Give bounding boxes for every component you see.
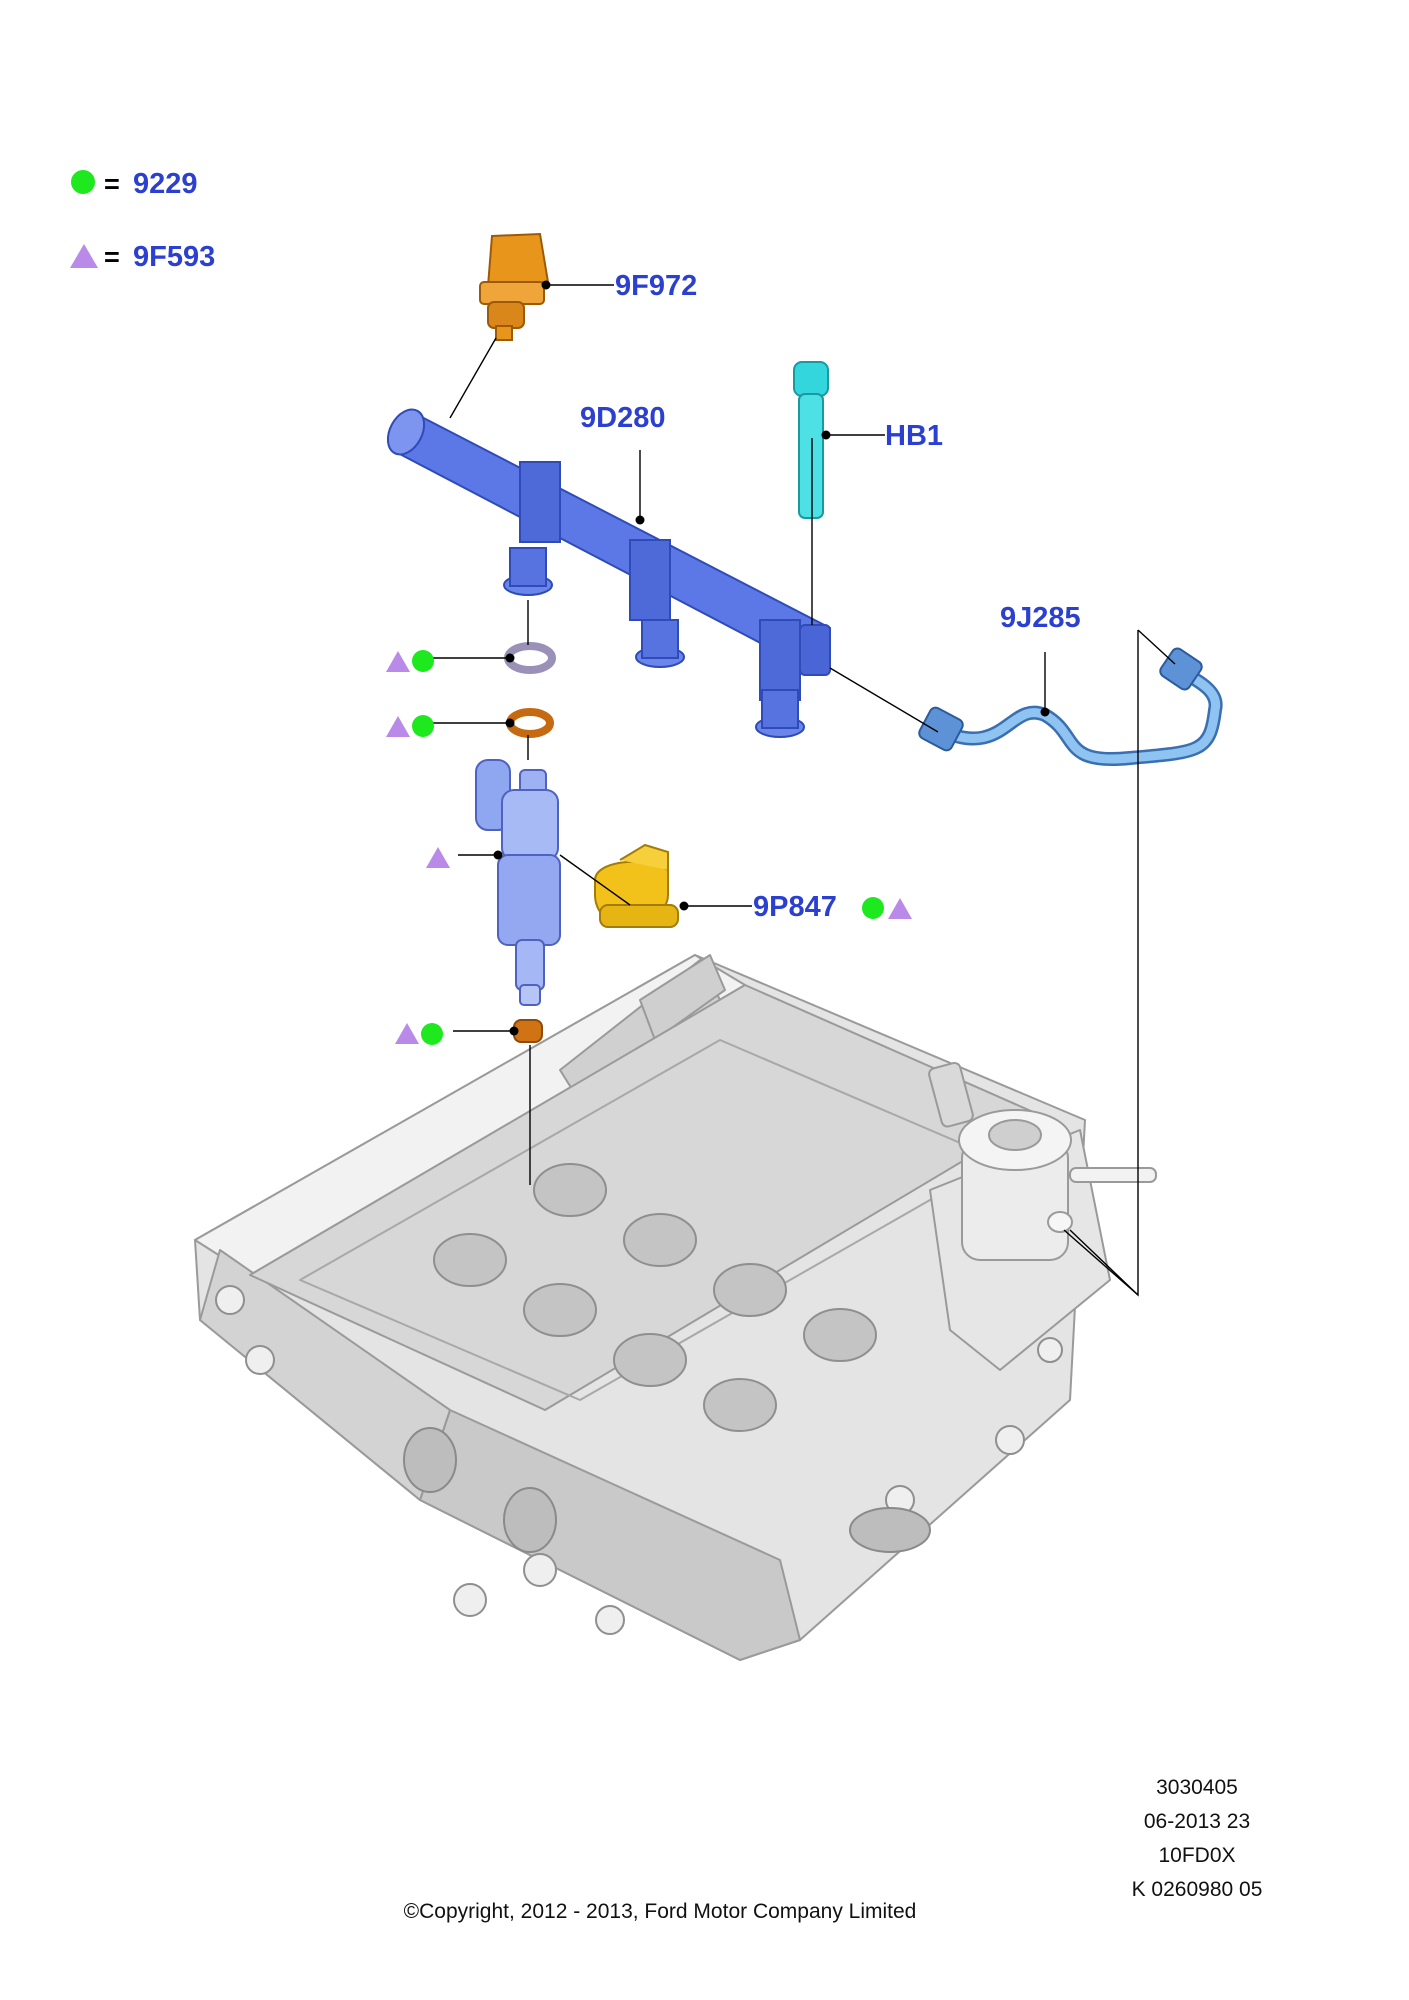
cylinder-head-illustration (194, 954, 1157, 1661)
purple-triangle-icon (888, 898, 912, 919)
purple-triangle-icon (395, 1023, 419, 1044)
bolt-illustration (793, 361, 829, 519)
part-labels: 9F972 9D280 HB1 9J285 9P847 (580, 270, 1081, 923)
marker-pair-seal-2 (386, 715, 434, 737)
marker-pair-lower-seal (395, 1023, 443, 1045)
label-HB1: HB1 (885, 420, 943, 452)
legend-code-9229: 9229 (133, 168, 198, 200)
purple-triangle-icon (386, 716, 410, 737)
legend-eq-2: = (104, 242, 120, 272)
purple-triangle-icon (386, 651, 410, 672)
green-circle-icon (421, 1023, 443, 1045)
fuel-rail-illustration (386, 408, 832, 738)
fuel-pipe-illustration (918, 647, 1223, 766)
marker-pair-seal-1 (386, 650, 434, 672)
label-9F972: 9F972 (615, 270, 697, 302)
copyright-notice: ©Copyright, 2012 - 2013, Ford Motor Comp… (404, 1900, 917, 1923)
leader-lines (433, 284, 1176, 1297)
high-pressure-pump-illustration (928, 1061, 1157, 1371)
marker-pair-clip (862, 897, 912, 919)
label-9D280: 9D280 (580, 402, 665, 434)
diagram-reference-block: 3030405 06-2013 23 10FD0X K 0260980 05 (1132, 1776, 1263, 1901)
leader-dots (493, 280, 1050, 1036)
ref-line-1: 3030405 (1156, 1776, 1238, 1799)
injector-clip-illustration (594, 843, 679, 928)
green-circle-icon (71, 170, 95, 194)
legend-code-9F593: 9F593 (133, 241, 215, 273)
green-circle-icon (862, 897, 884, 919)
label-9P847: 9P847 (753, 891, 837, 923)
pressure-sensor-illustration (479, 232, 550, 341)
label-9J285: 9J285 (1000, 602, 1081, 634)
ref-line-2: 06-2013 23 (1144, 1810, 1250, 1833)
ref-line-4: K 0260980 05 (1132, 1878, 1263, 1901)
purple-triangle-icon (426, 847, 450, 868)
legend: = 9229 = 9F593 (70, 168, 215, 273)
green-circle-icon (412, 715, 434, 737)
purple-triangle-icon (70, 244, 98, 268)
green-circle-icon (412, 650, 434, 672)
legend-eq-1: = (104, 169, 120, 199)
marker-injector (426, 847, 450, 868)
injector-illustration (475, 759, 561, 1006)
ref-line-3: 10FD0X (1158, 1844, 1235, 1867)
